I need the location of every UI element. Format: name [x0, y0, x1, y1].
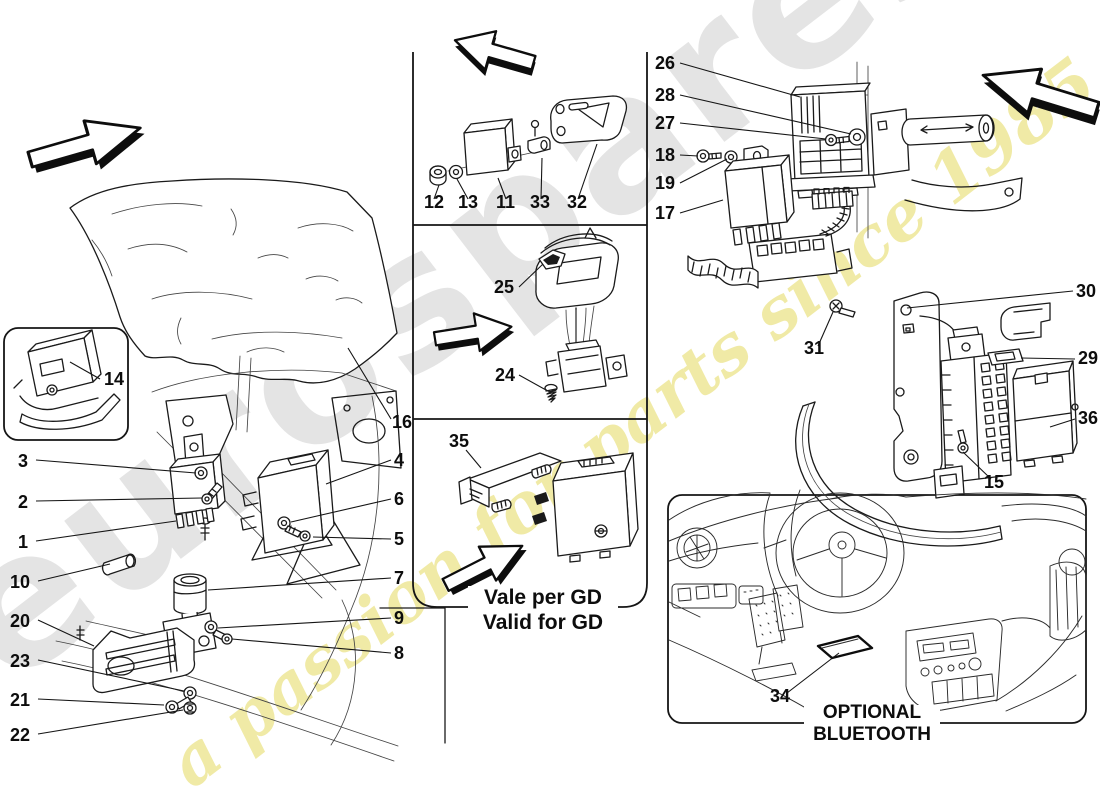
callout-leader-21 [37, 698, 165, 706]
callout-leader-22 [37, 709, 184, 735]
callout-6: 6 [394, 489, 404, 509]
callout-1: 1 [18, 532, 28, 552]
callout-34: 34 [770, 686, 790, 706]
callout-leader-1 [35, 520, 177, 542]
callout-15: 15 [984, 472, 1004, 492]
note-texts: Vale per GD Valid for GD OPTIONAL BLUETO… [468, 586, 940, 746]
direction-arrow-top-right [981, 67, 1100, 126]
mid-gd-parts-drawing [458, 452, 639, 563]
direction-arrow-mid-bottom [441, 544, 527, 596]
callout-leader-2 [35, 497, 203, 502]
callout-21: 21 [10, 690, 30, 710]
callout-leader-6 [290, 498, 392, 523]
callout-36: 36 [1078, 408, 1098, 428]
callout-31: 31 [804, 338, 824, 358]
callout-5: 5 [394, 529, 404, 549]
callout-16: 16 [392, 412, 412, 432]
bluetooth-inset-border [667, 494, 1087, 724]
callout-leader-18 [679, 154, 699, 157]
right-mid-parts-drawing [795, 291, 1079, 547]
callout-leader-23 [37, 659, 185, 692]
callout-leader-8 [231, 638, 392, 654]
callout-33: 33 [530, 192, 550, 212]
bluetooth-note-line1: OPTIONAL [823, 702, 922, 723]
mid-sensor-drawing [535, 227, 628, 403]
callout-8: 8 [394, 643, 404, 663]
callout-26: 26 [655, 53, 675, 73]
callout-29: 29 [1078, 348, 1098, 368]
callout-32: 32 [567, 192, 587, 212]
callout-leader-5 [312, 536, 392, 540]
callout-leader-33 [540, 157, 543, 200]
direction-arrow-mid-top [453, 30, 537, 76]
callout-leader-31 [817, 311, 834, 347]
callout-leader-27 [679, 122, 827, 140]
gd-note-line2: Valid for GD [483, 611, 603, 634]
callout-leader-35 [465, 449, 482, 469]
callout-28: 28 [655, 85, 675, 105]
callout-leader-16 [347, 347, 392, 420]
callout-7: 7 [394, 568, 404, 588]
left-parts-drawing [92, 433, 335, 715]
inset-sensor-drawing [13, 329, 121, 430]
callout-25: 25 [494, 277, 514, 297]
callout-17: 17 [655, 203, 675, 223]
callout-leader-12 [433, 184, 440, 200]
mid-top-parts-drawing [429, 95, 628, 186]
divider-stub [379, 607, 446, 744]
right-top-parts-drawing [687, 61, 1023, 289]
callout-leader-32 [577, 143, 598, 200]
callout-leader-4 [325, 459, 392, 485]
callout-30: 30 [1076, 281, 1096, 301]
callout-3: 3 [18, 451, 28, 471]
callout-leader-17 [679, 199, 724, 214]
bluetooth-note-line2: BLUETOOTH [813, 724, 931, 745]
callout-leader-10 [37, 563, 111, 582]
hood-liner-drawing [69, 178, 398, 384]
callout-23: 23 [10, 651, 30, 671]
callout-13: 13 [458, 192, 478, 212]
gd-note-line1: Vale per GD [484, 586, 602, 609]
callout-leader-25 [518, 263, 544, 288]
callout-11: 11 [496, 192, 515, 212]
callout-leader-15 [962, 451, 992, 480]
callout-leader-11 [497, 177, 507, 200]
callout-leader-9 [217, 617, 392, 629]
callout-leader-20 [37, 619, 95, 647]
callout-9: 9 [394, 608, 404, 628]
callout-10: 10 [10, 572, 30, 592]
callout-leader-36 [1049, 418, 1076, 428]
callout-leader-3 [35, 459, 197, 474]
callout-leader-24 [518, 374, 547, 391]
callout-18: 18 [655, 145, 675, 165]
dashboard-drawing [668, 489, 1087, 722]
callout-leader-30 [906, 290, 1074, 309]
callout-35: 35 [449, 431, 469, 451]
callout-leader-34 [786, 652, 840, 694]
callout-leader-13 [456, 178, 469, 200]
inset-box-14 [3, 327, 129, 441]
callout-4: 4 [394, 450, 404, 470]
callout-22: 22 [10, 725, 30, 745]
bluetooth-module-34 [816, 634, 874, 660]
callout-leader-29 [1020, 357, 1076, 360]
direction-arrow-top-left [26, 119, 145, 173]
callout-24: 24 [495, 365, 515, 385]
callout-12: 12 [424, 192, 444, 212]
callout-19: 19 [655, 173, 675, 193]
callout-leader-28 [679, 94, 852, 135]
callout-leader-7 [207, 577, 392, 591]
callout-leader-14 [69, 361, 101, 380]
callout-leader-26 [679, 62, 801, 98]
callout-leader-19 [679, 158, 728, 184]
direction-arrows [26, 30, 1100, 596]
callout-27: 27 [655, 113, 675, 133]
direction-arrow-mid-center [432, 312, 515, 357]
callout-20: 20 [10, 611, 30, 631]
callout-14: 14 [104, 369, 124, 389]
callout-2: 2 [18, 492, 28, 512]
